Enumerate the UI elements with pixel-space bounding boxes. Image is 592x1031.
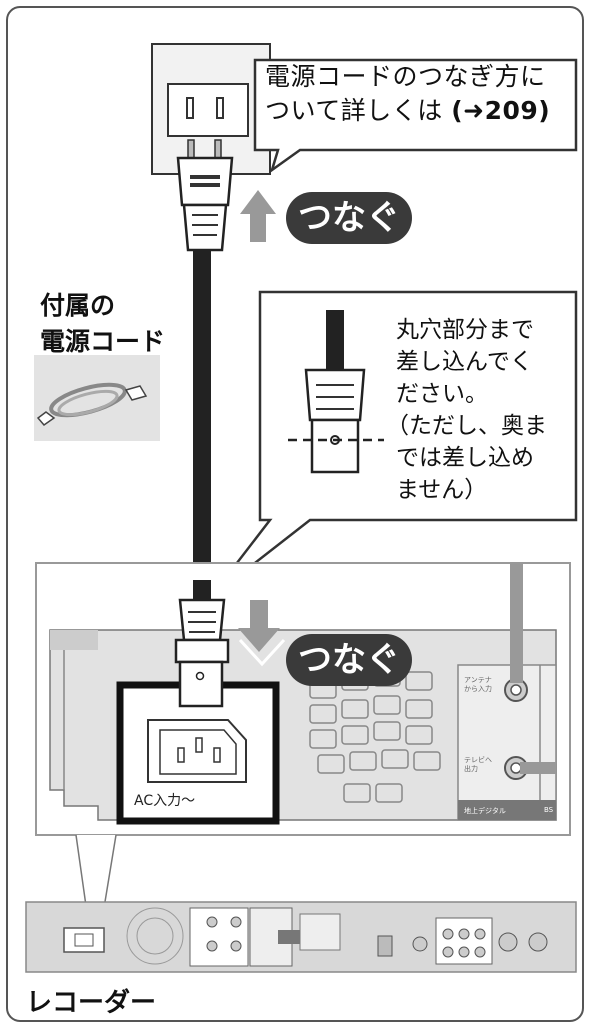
connect-label-bottom: つなぐ: [286, 634, 412, 686]
insert-line-3: ださい。: [396, 381, 488, 407]
accessory-line-2: 電源コード: [40, 327, 166, 356]
ac-input-label: AC入力〜: [134, 793, 196, 809]
callout-connect-instructions: 電源コードのつなぎ方に ついて詳しくは (➜209): [265, 60, 550, 128]
callout-box-top: [253, 58, 578, 174]
insert-line-1: 丸穴部分まで: [396, 317, 534, 343]
insert-line-2: 差し込んでく: [396, 349, 533, 375]
callout-line-1: 電源コードのつなぎ方に: [265, 62, 546, 91]
arrow-up-icon: [240, 190, 276, 242]
terrestrial-label: 地上デジタル: [464, 807, 506, 815]
callout-insert-instructions: 丸穴部分まで 差し込んでく ださい。 （ただし、奥ま では差し込め ません）: [386, 314, 547, 506]
callout-line-2: ついて詳しくは (➜209): [265, 96, 551, 125]
wall-outlet: [151, 43, 271, 175]
power-plug: [176, 139, 234, 252]
insert-line-4: （ただし、奥ま: [386, 413, 547, 439]
insert-line-5: では差し込め: [396, 445, 534, 471]
antenna-in-label: アンテナ から入力: [464, 676, 492, 693]
insert-line-6: ません）: [396, 477, 488, 503]
page-reference: (➜209): [451, 96, 551, 125]
ac-connector-plug: [174, 580, 230, 708]
connect-label-top: つなぐ: [286, 192, 412, 244]
tv-out-label: テレビへ 出力: [464, 756, 492, 773]
accessory-cord-label: 付属の 電源コード: [40, 288, 165, 360]
power-cable: [193, 250, 211, 595]
accessory-line-1: 付属の: [40, 291, 116, 320]
enlarged-rear-panel: [35, 562, 571, 836]
callout-box-insert: [209, 290, 578, 599]
accessory-cord-image: [34, 355, 160, 441]
recorder-rear-view: [25, 834, 577, 973]
arrow-down-icon: [238, 600, 280, 652]
recorder-label: レコーダー: [26, 988, 157, 1018]
bs-label: BS: [544, 806, 554, 814]
